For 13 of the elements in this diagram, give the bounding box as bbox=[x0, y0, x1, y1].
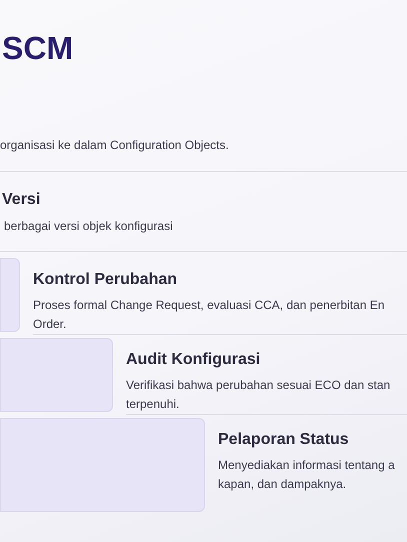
step-description: Verifikasi bahwa perubahan sesuai ECO dan stan terpenuhi. bbox=[126, 377, 392, 413]
step-heading: Pelaporan Status bbox=[218, 431, 349, 449]
step-bar bbox=[0, 418, 205, 512]
step-description: Menyediakan informasi tentang a kapan, dan dampaknya. bbox=[218, 457, 396, 493]
step-bar bbox=[0, 258, 20, 332]
page-title: SCM bbox=[2, 30, 74, 66]
step-description: berbagai versi objek konfigurasi bbox=[4, 218, 174, 235]
step-description: organisasi ke dalam Configuration Objects. bbox=[0, 137, 230, 154]
step-heading: Versi bbox=[2, 191, 40, 209]
step-bar bbox=[0, 338, 113, 412]
step-heading: Kontrol Perubahan bbox=[33, 271, 178, 289]
step-heading: Audit Konfigurasi bbox=[126, 351, 260, 369]
step-description: Proses formal Change Request, evaluasi CCA, dan penerbitan En Order. bbox=[33, 297, 386, 333]
